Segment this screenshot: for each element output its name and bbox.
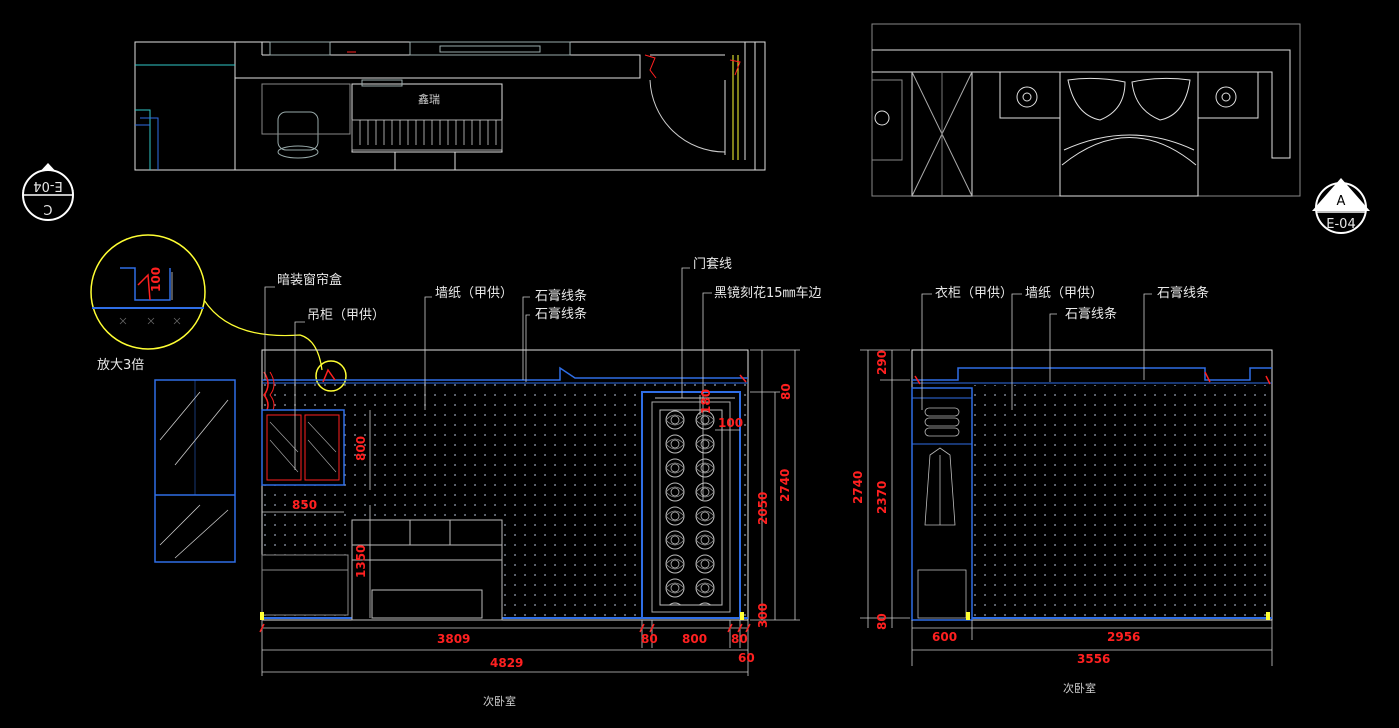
top-right-plan (871, 23, 1301, 197)
dim-80a: 80 (641, 632, 658, 646)
marker-left-letter: C (43, 201, 52, 216)
dim-r2740: 2740 (851, 471, 865, 504)
plan-desk-label: 鑫瑞 (418, 92, 440, 106)
marker-left (22, 163, 74, 221)
label-wardrobe: 衣柜（甲供） (935, 285, 1013, 301)
dim-800v: 800 (354, 436, 368, 461)
marker-right-code: E-04 (1326, 217, 1355, 232)
detail-magnifier (90, 234, 347, 392)
dim-290: 290 (875, 350, 889, 375)
marker-right-letter: A (1337, 194, 1346, 209)
top-left-plan (134, 41, 766, 171)
detail-dim: 100 (149, 267, 163, 292)
dim-600: 600 (932, 630, 957, 644)
dim-100: 100 (718, 416, 743, 430)
right-elevation-title: 次卧室 (1063, 681, 1096, 695)
dim-80b: 80 (731, 632, 748, 646)
label-gypsum-2: 石膏线条 (535, 306, 587, 322)
dim-80: 80 (779, 383, 793, 400)
left-elevation-title: 次卧室 (483, 694, 516, 708)
dim-300: 300 (756, 603, 770, 628)
label-hanging-cabinet: 吊柜（甲供） (307, 308, 385, 323)
label-wallpaper: 墙纸（甲供） (435, 286, 513, 301)
label-r-wallpaper: 墙纸（甲供） (1025, 286, 1103, 301)
label-r-gypsum-1: 石膏线条 (1157, 285, 1209, 301)
dim-850: 850 (292, 498, 317, 512)
dim-4829: 4829 (490, 656, 523, 670)
dim-3809: 3809 (437, 632, 470, 646)
dim-60: 60 (738, 651, 755, 665)
label-mirror: 黑镜刻花15㎜车边 (714, 285, 822, 301)
dim-r80: 80 (875, 613, 889, 630)
dim-1350: 1350 (354, 545, 368, 578)
dim-2050: 2050 (756, 492, 770, 525)
dim-2956: 2956 (1107, 630, 1140, 644)
detail-scale-note: 放大3倍 (97, 358, 144, 373)
marker-right (1312, 178, 1370, 234)
label-curtain-box: 暗装窗帘盒 (277, 272, 342, 288)
label-gypsum-1: 石膏线条 (535, 288, 587, 304)
dim-3556: 3556 (1077, 652, 1110, 666)
dim-2740: 2740 (778, 469, 792, 502)
dim-2370: 2370 (875, 481, 889, 514)
dim-180: 180 (699, 389, 713, 414)
dim-800: 800 (682, 632, 707, 646)
label-door-trim: 门套线 (693, 256, 732, 272)
label-r-gypsum-2: 石膏线条 (1065, 306, 1117, 322)
left-elevation (154, 267, 800, 676)
right-elevation (860, 293, 1273, 666)
marker-left-code: E-04 (33, 178, 62, 193)
